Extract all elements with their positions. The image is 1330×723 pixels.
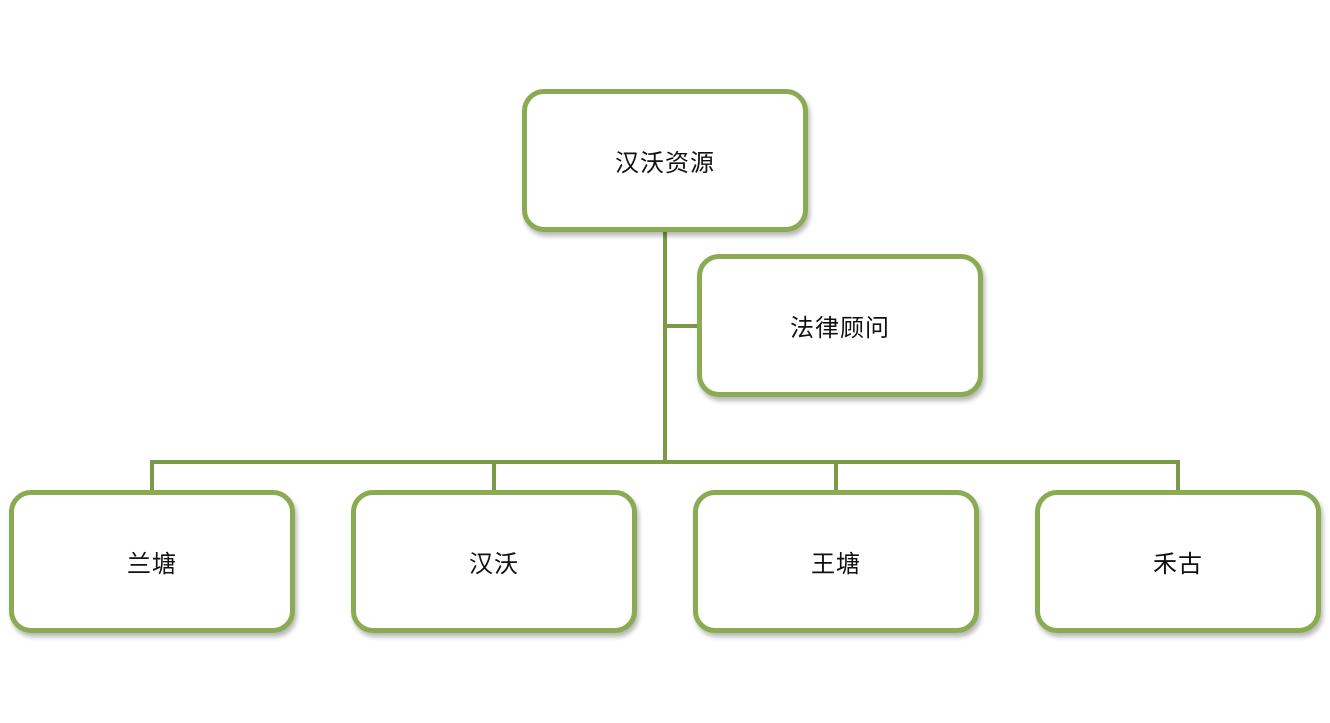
child-node-2: 汉沃	[351, 490, 637, 633]
child-node-4: 禾古	[1035, 490, 1321, 633]
child-node-1-label: 兰塘	[127, 550, 177, 578]
root-node: 汉沃资源	[522, 89, 808, 232]
assistant-node-label: 法律顾问	[790, 314, 890, 342]
child-node-1: 兰塘	[9, 490, 295, 633]
assistant-node: 法律顾问	[697, 254, 983, 397]
child-node-4-label: 禾古	[1153, 550, 1203, 578]
root-node-label: 汉沃资源	[615, 149, 715, 177]
child-node-3-label: 王塘	[811, 550, 861, 578]
child-node-3: 王塘	[693, 490, 979, 633]
child-node-2-label: 汉沃	[469, 550, 519, 578]
